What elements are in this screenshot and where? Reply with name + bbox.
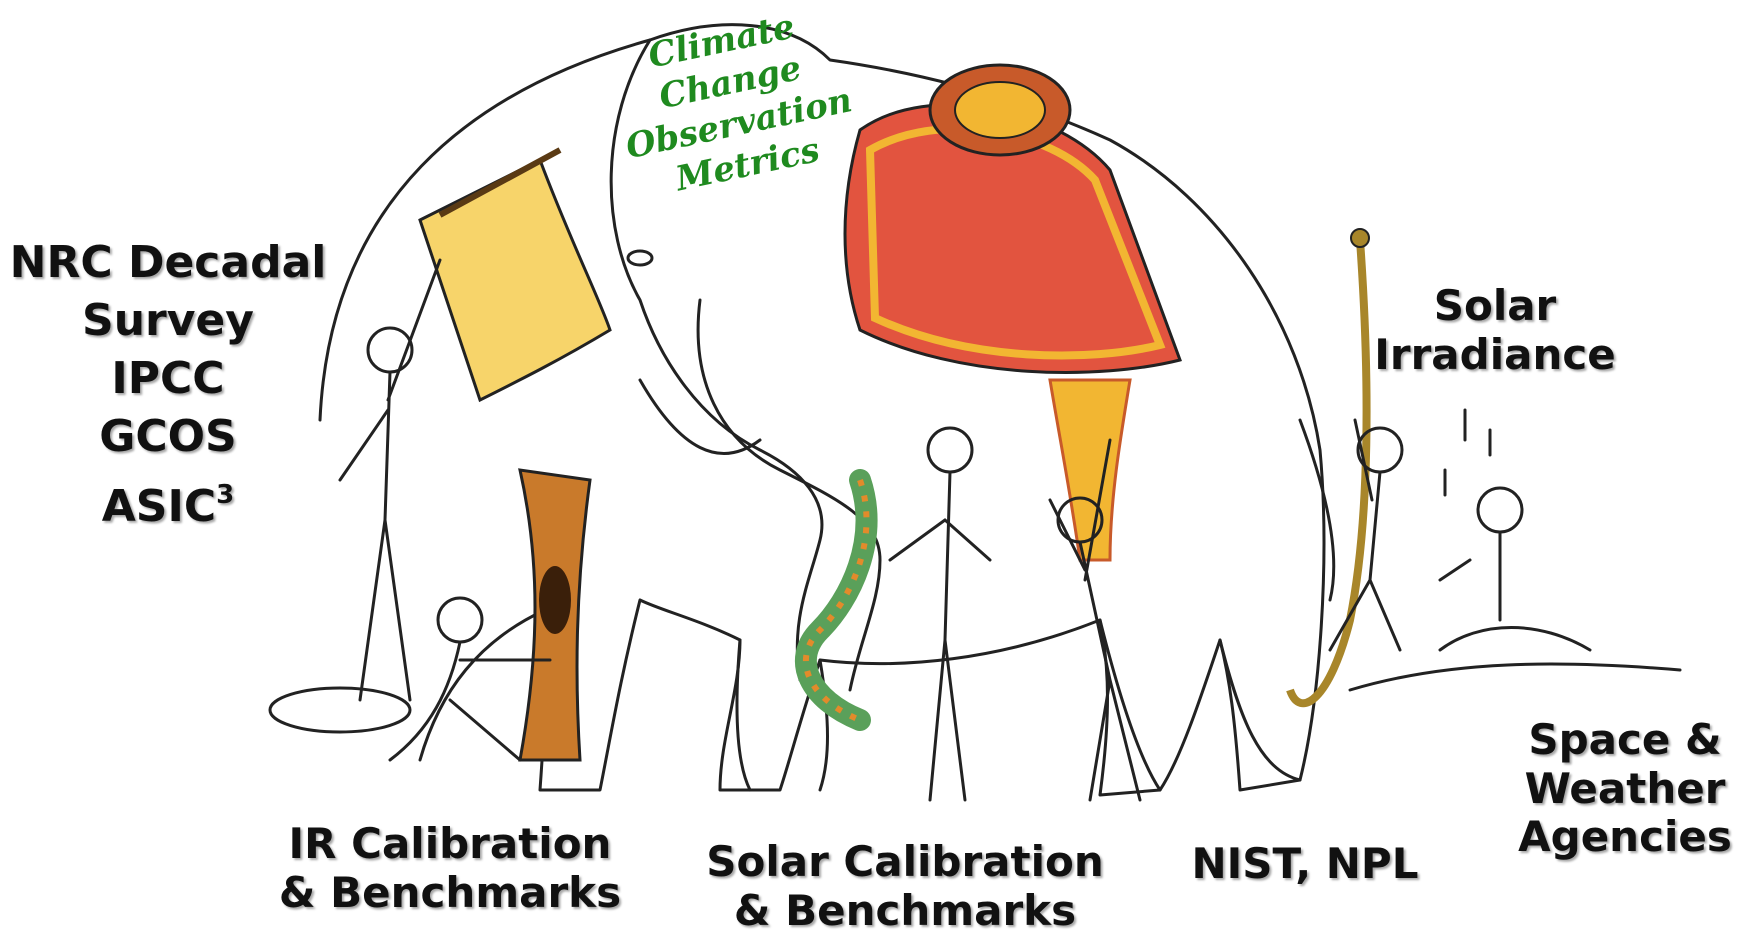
left-line-asic: ASIC3 [8,466,328,536]
rope [1290,240,1367,703]
nist-text: NIST, NPL [1175,840,1435,889]
asic-superscript: 3 [216,480,234,510]
solar-irr-line-1: Solar [1360,282,1630,331]
ir-calibration-label: IR Calibration & Benchmarks [260,820,640,917]
elephant-eye [628,251,652,265]
space-line-1: Space & [1500,716,1749,765]
solar-irradiance-label: Solar Irradiance [1360,282,1630,379]
elephant-trunk [698,300,880,690]
space-line-3: Agencies [1500,813,1749,862]
blind-man-3 [890,428,990,800]
left-line-gcos: GCOS [8,408,328,466]
solar-cal-line-1: Solar Calibration [690,838,1120,887]
elephant-ear-sail [420,160,610,400]
elephant-tail [1300,420,1334,600]
ir-line-2: & Benchmarks [260,869,640,918]
solar-irr-line-2: Irradiance [1360,331,1630,380]
left-labels: NRC Decadal Survey IPCC GCOS ASIC3 [8,234,328,536]
left-line-ipcc: IPCC [8,350,328,408]
space-weather-label: Space & Weather Agencies [1500,716,1749,862]
solar-calibration-label: Solar Calibration & Benchmarks [690,838,1120,935]
asic-text: ASIC [102,481,216,532]
nist-npl-label: NIST, NPL [1175,840,1435,889]
left-line-survey: Survey [8,292,328,350]
snake [806,480,867,720]
ir-line-1: IR Calibration [260,820,640,869]
left-line-nrc: NRC Decadal [8,234,328,292]
space-line-2: Weather [1500,765,1749,814]
solar-cal-line-2: & Benchmarks [690,887,1120,936]
